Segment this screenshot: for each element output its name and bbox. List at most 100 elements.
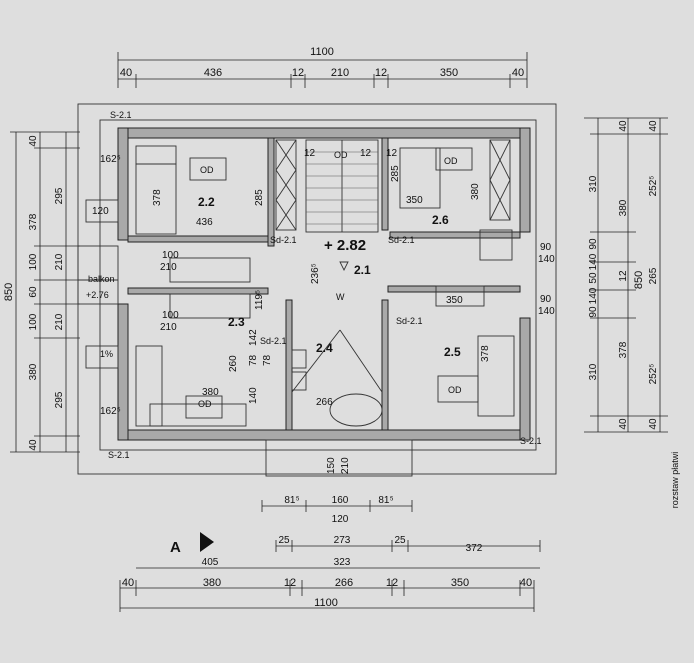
dim-left-total: 850 [3,283,15,301]
dim-bottom-323: 323 [334,557,351,568]
n-140-a: 140 [538,254,555,265]
n-162-b: 162⁵ [100,406,121,417]
n-12-a: 12 [304,148,316,159]
n-210-b: 210 [160,322,177,333]
dim-right-inner-1: 310 [588,175,599,192]
dim-bottom-7: 40 [520,577,532,589]
dim-right-total: 850 [633,271,645,289]
bay-81-b: 81⁵ [378,495,393,506]
n-78-b: 78 [262,354,273,366]
od-5: OD [448,385,462,395]
dim-right-mid-3: 12 [618,270,629,282]
bay-81-a: 81⁵ [284,495,299,506]
dim-top-5: 12 [375,67,387,79]
slab-outline [99,119,537,451]
dim-right-outer-5: 40 [648,418,659,430]
dim-bottom-25-a: 25 [278,535,290,546]
n-260: 260 [228,355,239,372]
dim-top-6: 350 [440,67,458,79]
dim-right-inner-6: 90 [588,306,599,318]
dim-top-2: 436 [204,67,222,79]
n-119: 119⁵ [254,290,265,310]
dim-right-inner-3: 140 [588,253,599,270]
dim-bottom-3: 12 [284,577,296,589]
dim-top-total: 1100 [310,46,334,58]
od-1: OD [200,165,214,175]
label-sd21-a: Sd-2.1 [270,235,297,245]
dim-bottom-273: 273 [334,535,351,546]
room-labels: 2.2 2.6 2.1 2.3 2.4 2.5 [198,195,461,359]
n-78-a: 78 [248,354,259,366]
elev-276: +2.76 [86,290,109,300]
dim-left-2: 378 [28,213,39,230]
balcony [77,199,119,369]
dim-left-1: 40 [28,135,39,147]
dim-top-7: 40 [512,67,524,79]
n-380-a: 380 [470,183,481,200]
dim-right-outer-1: 40 [648,120,659,132]
n-236: 236⁵ [310,263,321,284]
dim-left-inner-1: 295 [54,187,65,204]
dim-bottom-25-b: 25 [394,535,406,546]
od-3: OD [444,156,458,166]
dim-right-inner-7: 310 [588,363,599,380]
od-2: OD [334,150,348,160]
n-266: 266 [316,397,333,408]
dim-top-4: 210 [331,67,349,79]
dim-right-mid-1: 40 [618,120,629,132]
label-w: W [336,292,345,302]
label-slope: 1% [100,349,113,359]
n-285-b: 285 [390,165,401,182]
top-dimensions: 1100 40 436 12 210 12 350 40 [117,46,528,88]
section-mark-a: A [170,539,181,556]
n-90-b: 90 [540,294,552,305]
left-dimensions: 850 40 378 100 60 100 380 40 295 210 210… [3,131,80,453]
n-12-b: 12 [386,148,398,159]
room-2-6: 2.6 [432,213,449,227]
dim-left-inner-2: 210 [54,253,65,270]
dim-right-mid-4: 378 [618,341,629,358]
bottom-dimensions: 81⁵ 160 81⁵ 120 25 273 25 372 405 323 40… [119,495,541,612]
n-140-c: 140 [248,387,259,404]
n-90-a: 90 [540,242,552,253]
ventilation-shafts [275,139,511,231]
dim-left-7: 40 [28,439,39,451]
n-350-b: 350 [446,295,463,306]
room-2-5: 2.5 [444,345,461,359]
n-150: 150 [326,457,337,474]
n-210-a: 210 [160,262,177,273]
dim-bottom-405: 405 [202,557,219,568]
dim-top-1: 40 [120,67,132,79]
n-12-c: 12 [360,148,372,159]
dim-left-6: 380 [28,363,39,380]
dim-left-inner-4: 295 [54,391,65,408]
n-210-c: 210 [340,457,351,474]
dim-left-inner-3: 210 [54,313,65,330]
n-285-a: 285 [254,189,265,206]
dim-right-inner-2: 90 [588,238,599,250]
label-s21-top-left: S-2.1 [110,110,132,120]
room-2-4: 2.4 [316,341,333,355]
n-378: 378 [152,189,163,206]
staircase [305,139,379,233]
label-balkon: balkon [88,274,115,284]
dim-bottom-1: 40 [122,577,134,589]
dim-bottom-total: 1100 [314,597,338,609]
n-350-a: 350 [406,195,423,206]
room-2-1: 2.1 [354,263,371,277]
right-dimensions: 310 90 140 50 140 90 310 40 380 12 378 4… [584,117,680,508]
dim-left-5: 100 [28,313,39,330]
n-100-a: 100 [162,250,179,261]
dim-bottom-372: 372 [466,543,483,554]
n-378-b: 378 [480,345,491,362]
n-100-b: 100 [162,310,179,321]
label-s21-bottom-right: S-2.1 [520,436,542,446]
room-2-3: 2.3 [228,315,245,329]
elev-282: + 2.82 [324,237,366,254]
n-162-a: 162⁵ [100,154,121,165]
dim-bottom-4: 266 [335,577,353,589]
entrance-canopy [265,439,413,477]
label-sd21-d: Sd-2.1 [260,336,287,346]
dim-right-outer-4: 252⁵ [648,364,659,385]
